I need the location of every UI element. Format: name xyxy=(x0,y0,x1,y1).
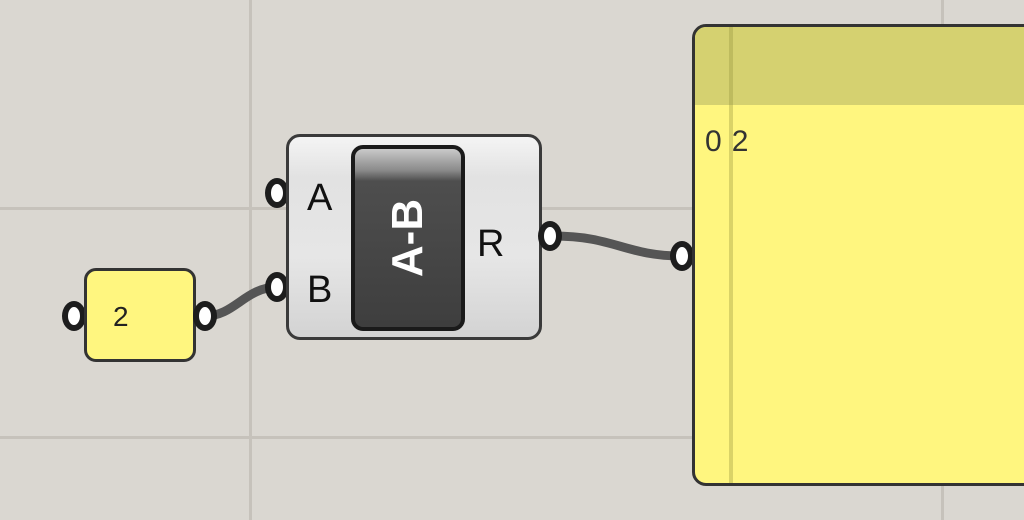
output-r-label: R xyxy=(477,223,505,265)
panel-input-grip[interactable] xyxy=(62,301,86,331)
result-input-grip[interactable] xyxy=(670,241,694,271)
input-a-label: A xyxy=(307,177,333,219)
input-b-label: B xyxy=(307,269,333,311)
output-r-grip[interactable] xyxy=(538,221,562,251)
grid-line-horizontal xyxy=(0,436,1024,439)
component-nickname-block[interactable]: A-B xyxy=(351,145,465,331)
number-panel[interactable]: 2 xyxy=(84,268,196,362)
index-column-divider xyxy=(729,27,733,483)
subtraction-component[interactable]: A B A-B R xyxy=(286,134,542,340)
panel-value: 2 xyxy=(113,301,129,332)
panel-header xyxy=(695,27,1024,105)
panel-output-grip[interactable] xyxy=(193,301,217,331)
row-index: 0 xyxy=(705,125,722,158)
component-nickname: A-B xyxy=(383,198,432,278)
row-value: 2 xyxy=(731,125,749,158)
grid-line-vertical xyxy=(249,0,252,520)
